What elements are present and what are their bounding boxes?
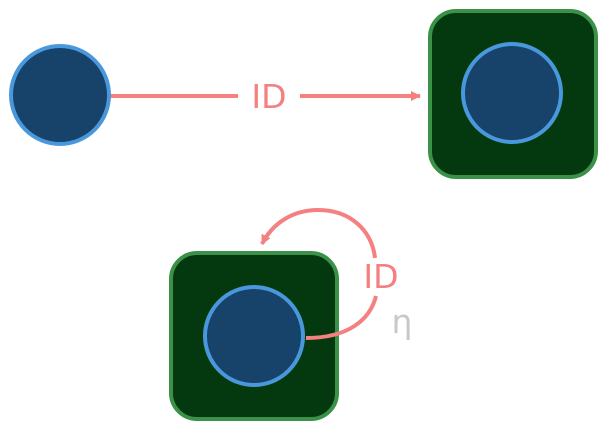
edge-loop-upper-arc [260,207,377,259]
edge-loop-lower-arc [305,295,378,340]
edge-straight-label: ID [251,77,286,116]
target-box-top-object [461,42,563,144]
edge-loop-label: ID [363,257,398,296]
edge-straight: ID [110,77,421,116]
loop-box-bottom[interactable] [169,251,339,421]
eta-label: η [392,302,413,341]
target-box-top[interactable] [428,9,598,179]
edge-loop: ID η [260,207,413,341]
loop-box-bottom-object [203,285,305,387]
source-object-node[interactable] [9,44,111,146]
